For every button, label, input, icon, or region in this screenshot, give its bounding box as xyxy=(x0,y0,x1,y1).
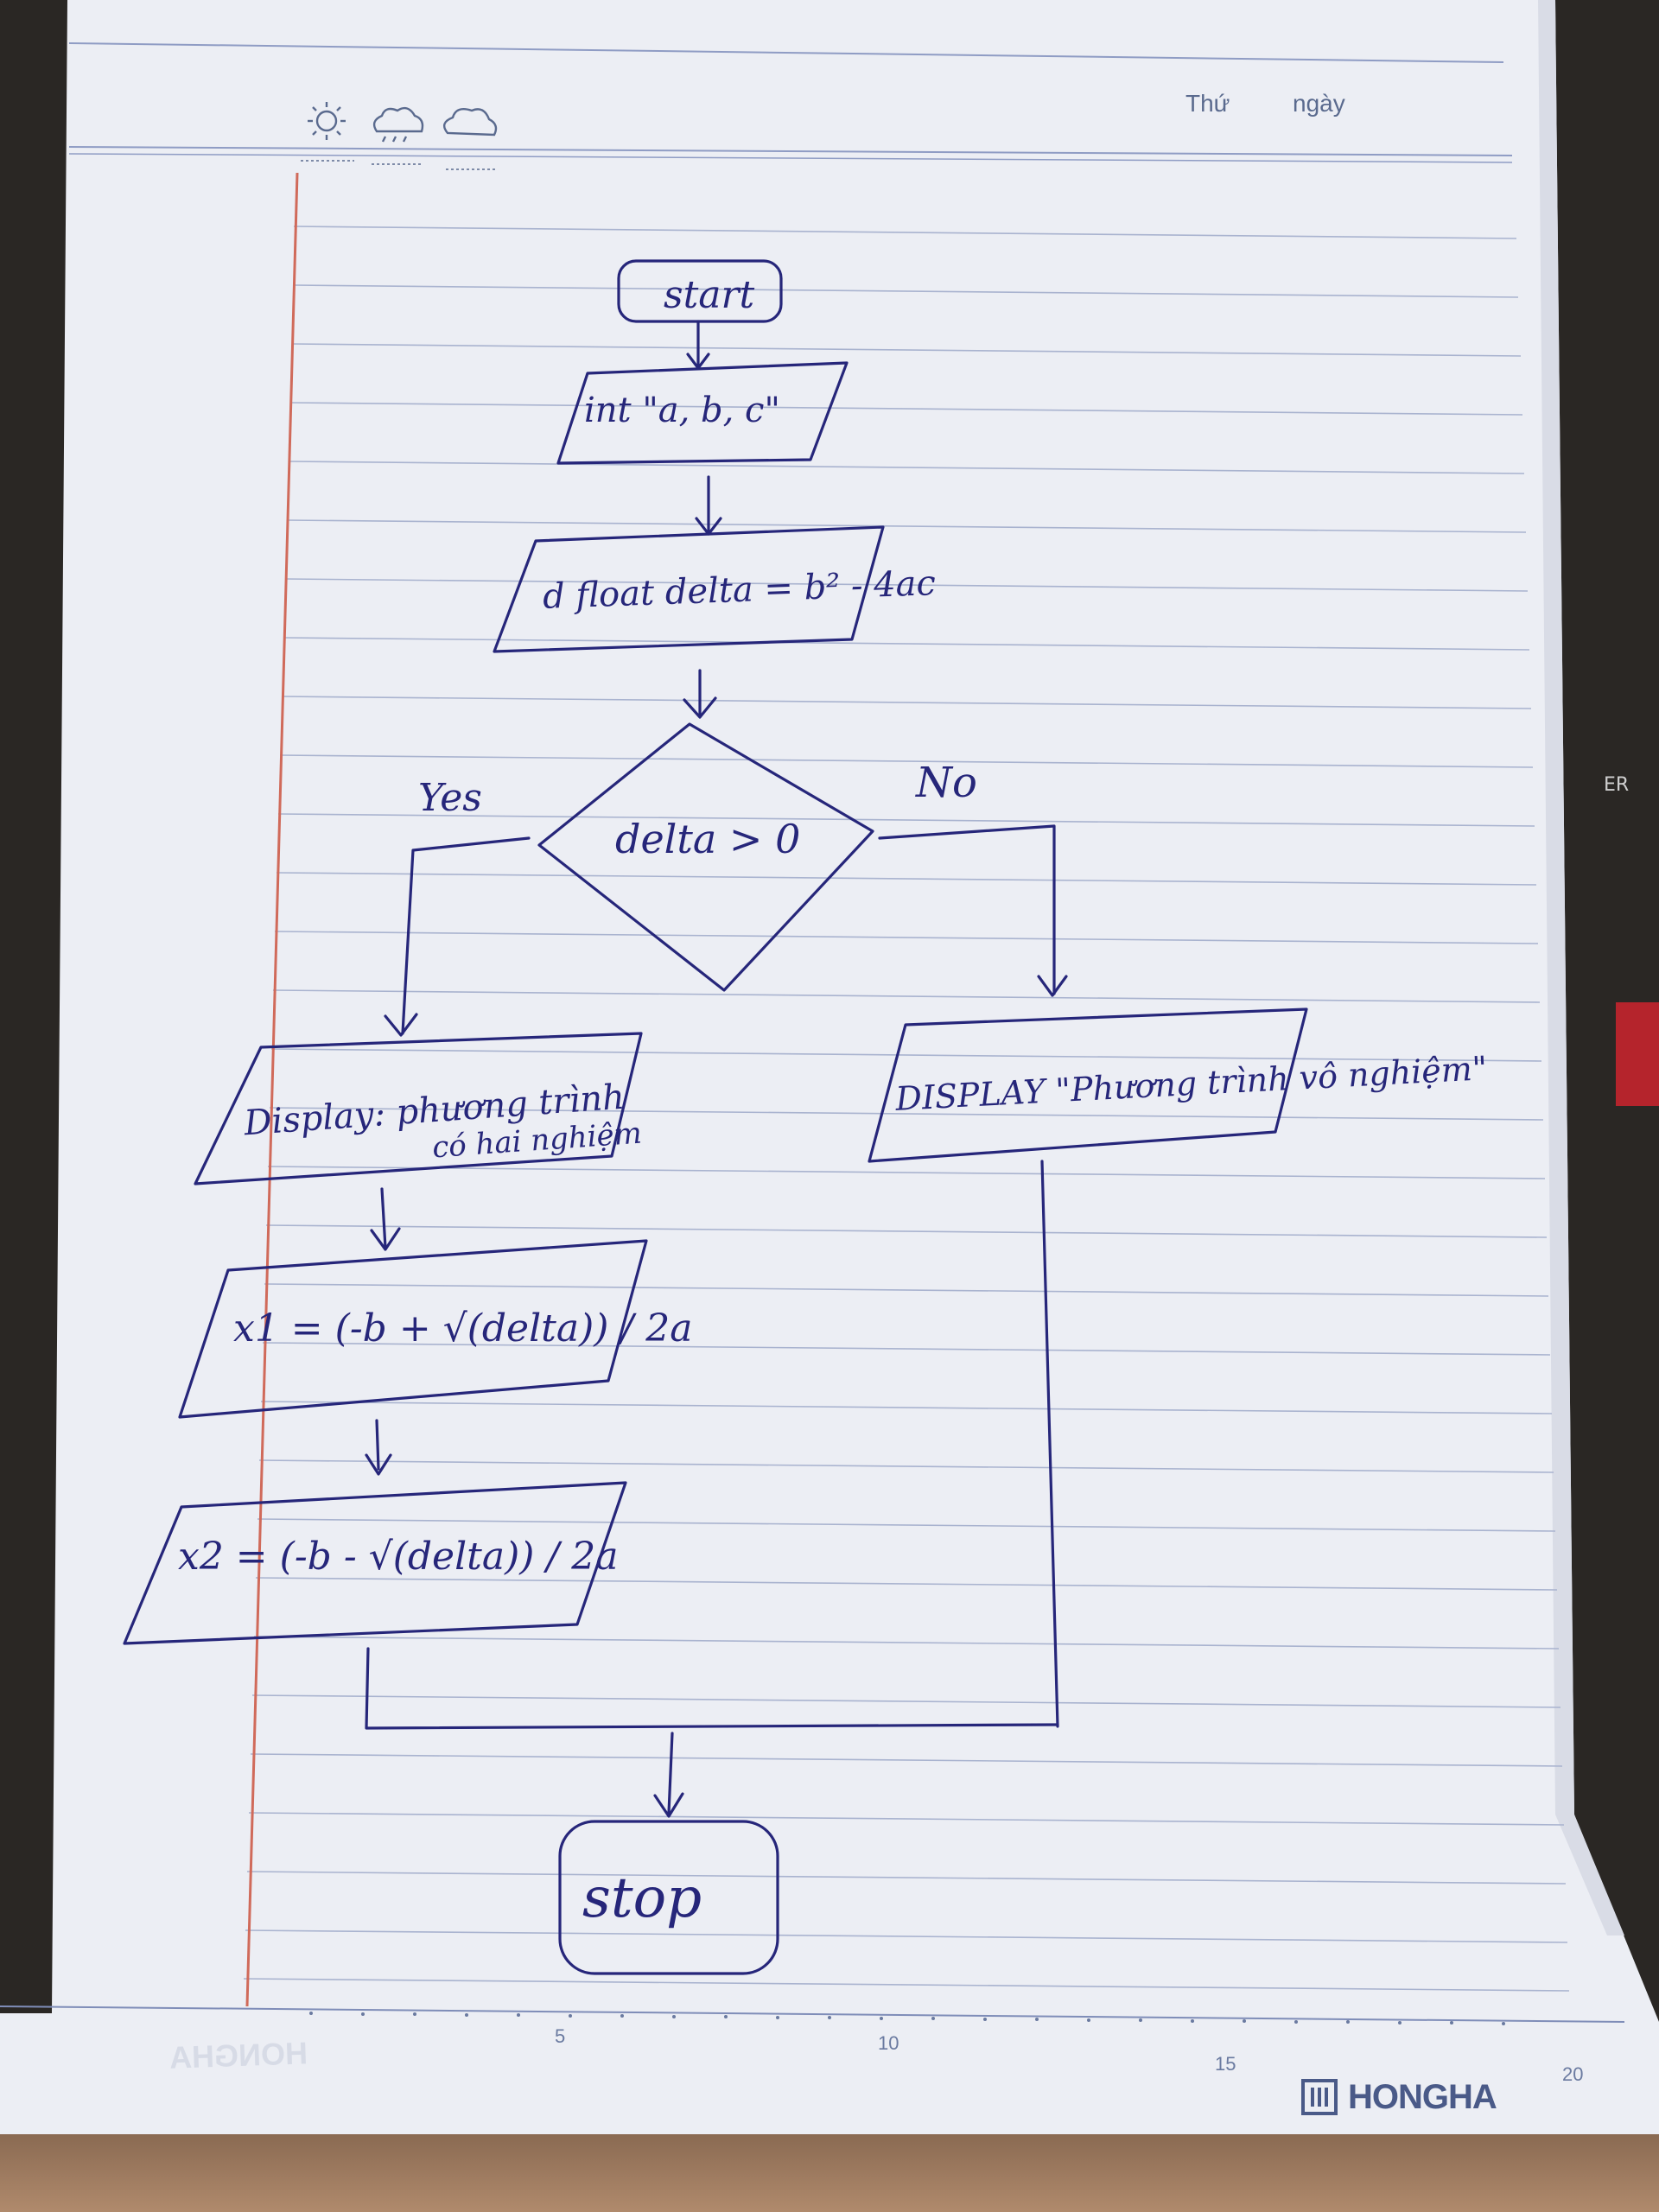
laptop-red-edge xyxy=(1616,1002,1659,1106)
ruled-lines xyxy=(243,226,1570,1992)
start-label: start xyxy=(664,273,755,317)
ruler-mark: 20 xyxy=(1562,2063,1584,2085)
rain-cloud-icon xyxy=(372,106,424,143)
brand-logo-icon xyxy=(1301,2079,1338,2115)
yes-branch-line xyxy=(401,836,531,1035)
no-label: No xyxy=(916,759,977,807)
x2-label: x2 = (-b - √(delta)) / 2a xyxy=(178,1535,619,1579)
display-no-parallelogram xyxy=(868,1007,1308,1163)
display-yes-parallelogram xyxy=(194,1032,643,1185)
margin-line xyxy=(245,172,299,2007)
decision-diamond xyxy=(537,722,874,992)
ruler-mark: 5 xyxy=(555,2025,566,2047)
process-parallelogram xyxy=(493,525,885,653)
start-terminal xyxy=(617,259,783,323)
stop-terminal xyxy=(558,1820,779,1975)
sun-icon xyxy=(308,102,346,140)
paper-sheet xyxy=(0,0,1659,2134)
laptop-key-text: ER xyxy=(1604,774,1630,796)
desk-surface xyxy=(0,2134,1659,2212)
yes-label: Yes xyxy=(418,776,482,820)
brand-logo: HONGHA xyxy=(1301,2075,1497,2119)
flowchart-shapes xyxy=(123,259,1308,1975)
ruler-mark: 15 xyxy=(1215,2053,1236,2075)
ruler-mark: 10 xyxy=(878,2032,899,2054)
date-label: ngày xyxy=(1293,90,1345,117)
decision-label: delta > 0 xyxy=(615,816,801,862)
input-label: int "a, b, c" xyxy=(584,391,780,430)
paper-shadow xyxy=(1538,0,1624,1936)
x1-parallelogram xyxy=(178,1239,648,1419)
input-parallelogram xyxy=(556,361,849,465)
brand-name: HONGHA xyxy=(1348,2077,1497,2116)
no-branch-line xyxy=(878,824,1056,995)
x2-parallelogram xyxy=(123,1481,627,1645)
cloud-icon xyxy=(442,108,498,137)
stop-label: stop xyxy=(582,1866,702,1930)
x1-label: x1 = (-b + √(delta)) / 2a xyxy=(233,1306,693,1351)
ruler-ticks xyxy=(309,2012,1505,2025)
no-path-down xyxy=(1040,1160,1059,1728)
merge-line xyxy=(365,1647,1059,1730)
day-label: Thứ xyxy=(1185,90,1230,117)
brand-bleedthrough: HONGHA xyxy=(168,2035,308,2075)
